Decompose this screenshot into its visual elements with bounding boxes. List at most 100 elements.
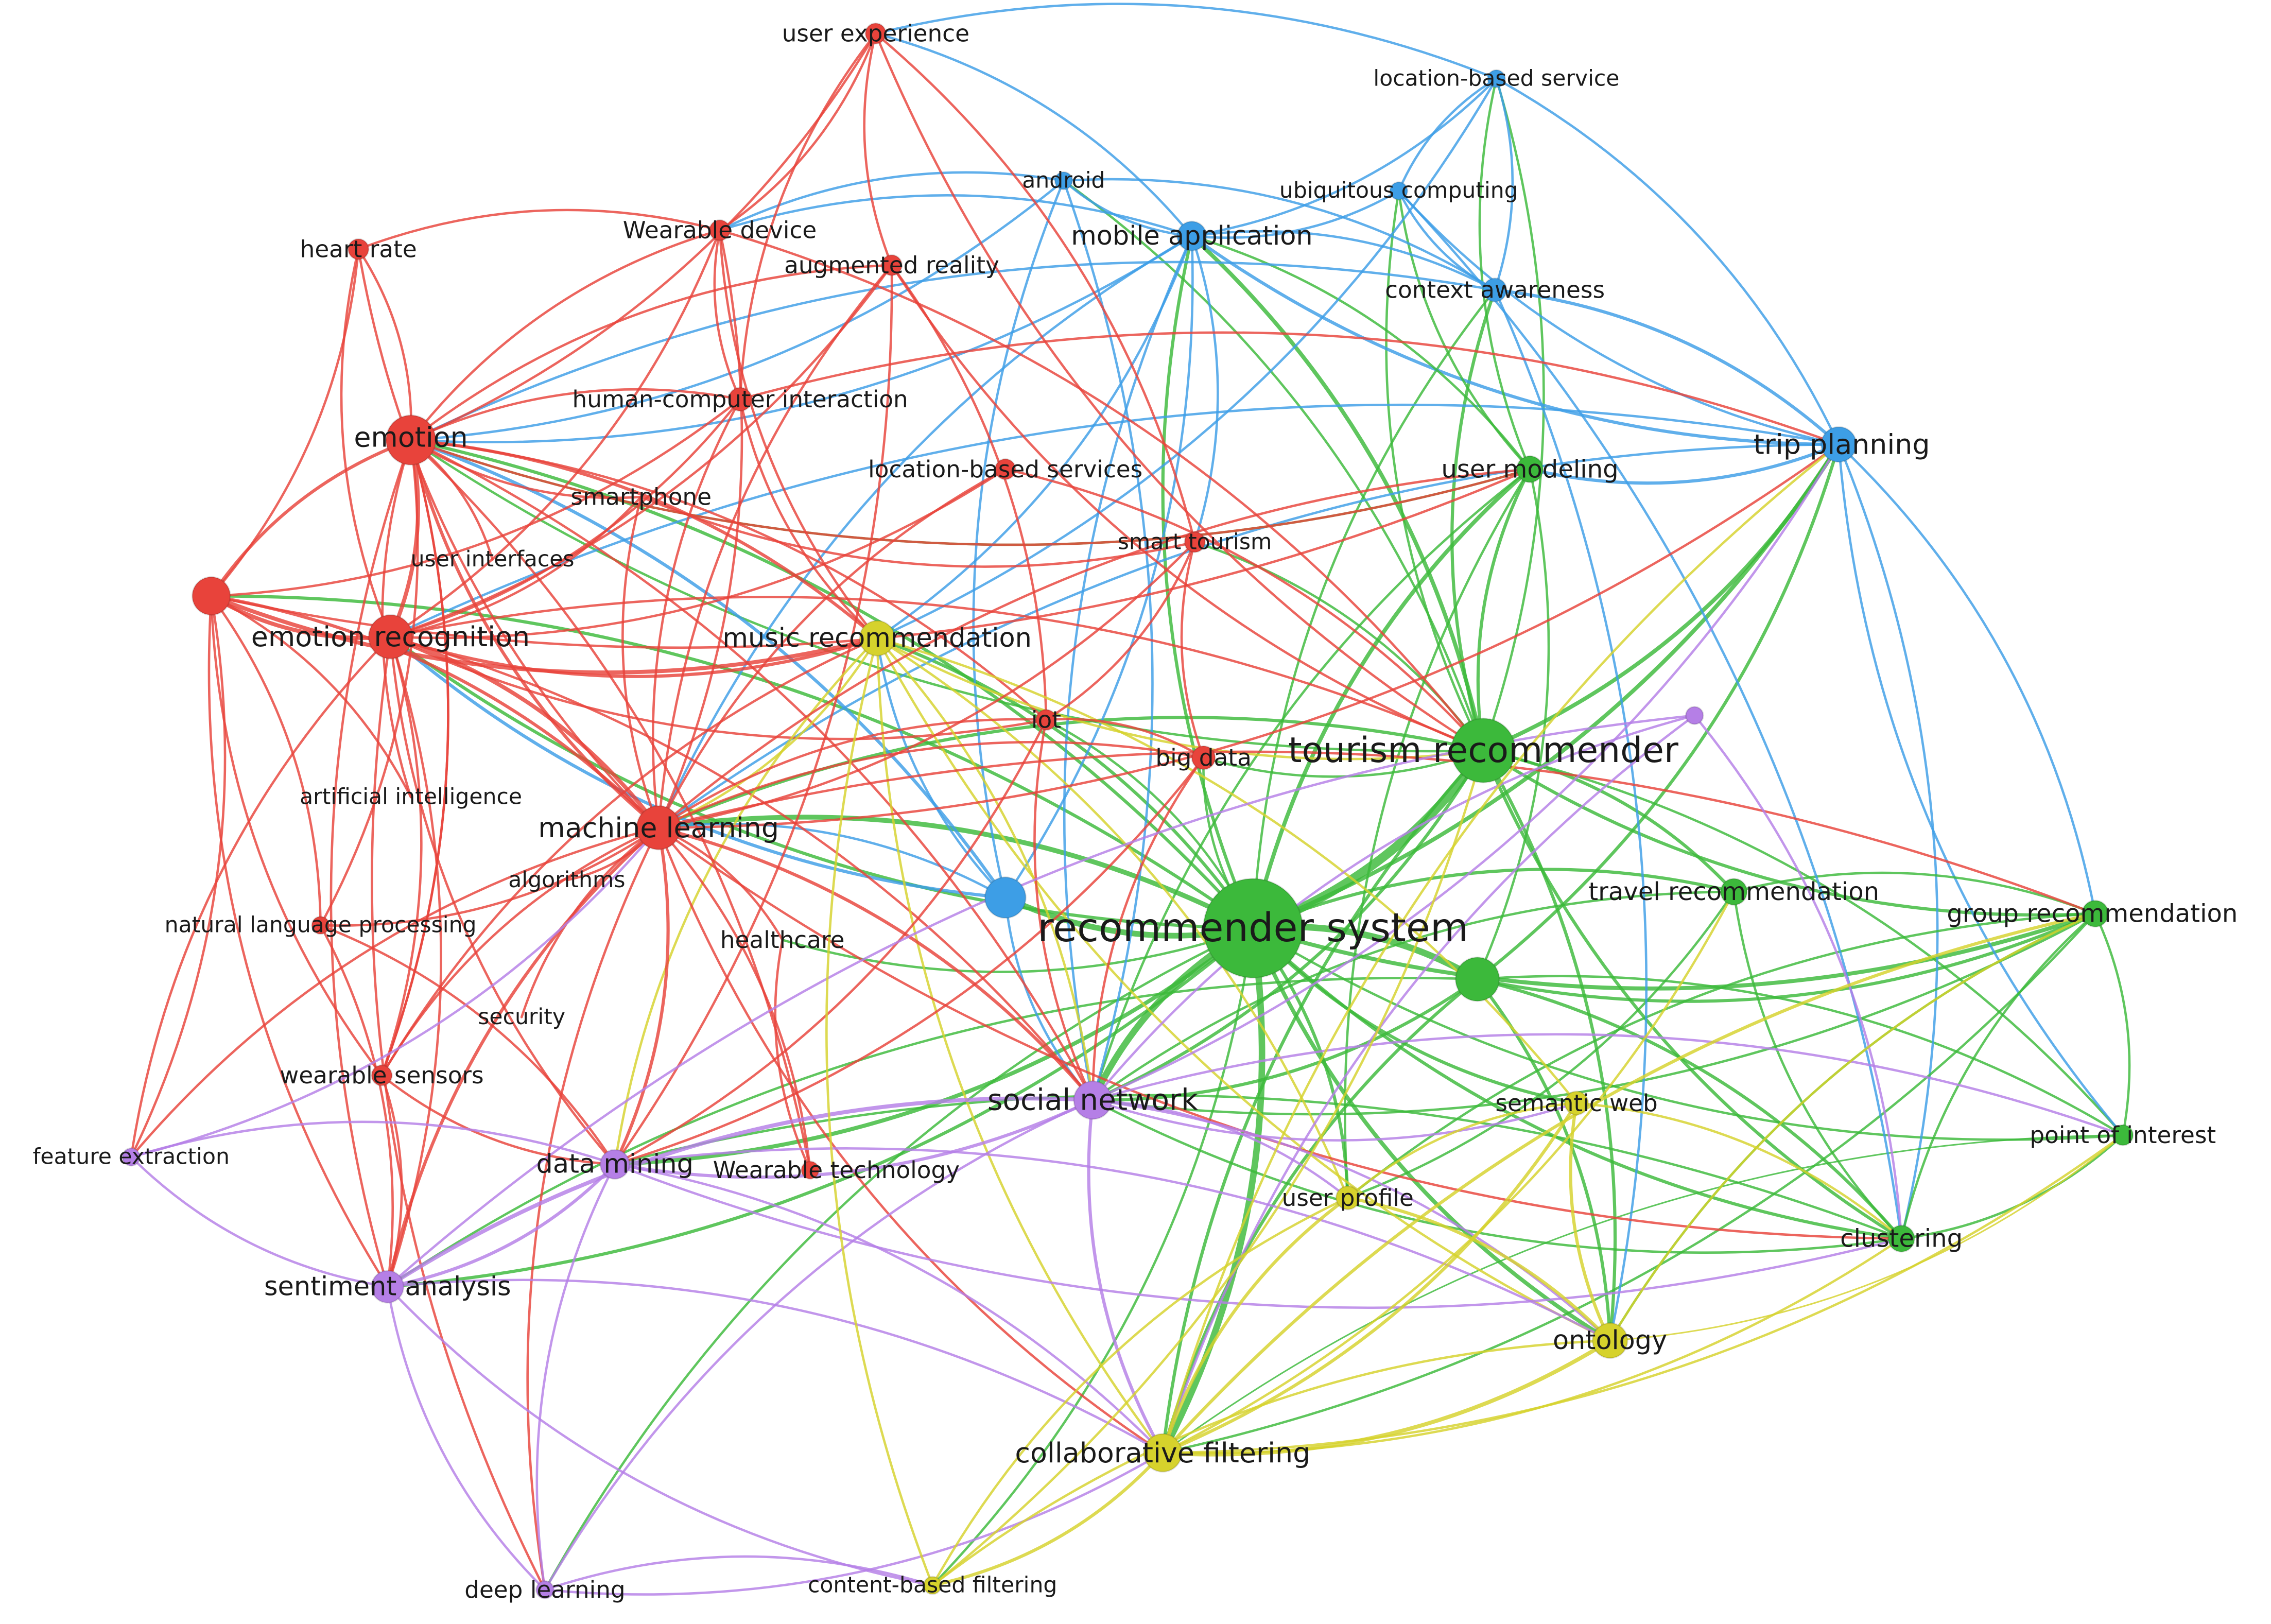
node-context-awareness[interactable] [1482,278,1507,303]
node-semantic-web[interactable] [1564,1091,1589,1116]
edge-recommender-system-travel-recommendation [1251,868,1736,930]
edge-human-computer-interaction-emotion-recognition [389,398,741,638]
edge-red-hub-left-sentiment-analysis [207,595,389,1288]
node-content-based-filtering[interactable] [923,1576,942,1595]
edge-heart-rate-machine-learning [357,248,660,829]
node-user-experience[interactable] [864,22,887,45]
edge-green-hub-group-recommendation [1476,912,2097,1003]
node-label-smart-tourism: smart tourism [1118,529,1272,555]
edge-collaborative-filtering-content-based-filtering [931,1451,1165,1587]
edge-machine-learning-healthcare [657,826,784,941]
edge-trip-planning-point-of-interest [1837,443,2124,1136]
node-label-content-based-filtering: content-based filtering [808,1573,1057,1598]
node-group-recommendation[interactable] [2081,900,2109,928]
edge-location-based-service-ubiquitous-computing [1397,77,1498,193]
edge-location-based-services-tourism-recommender [1004,468,1485,752]
node-augmented-reality[interactable] [880,254,903,277]
edge-tourism-recommender-ontology [1481,749,1617,1342]
node-machine-learning[interactable] [636,805,682,851]
node-user-profile[interactable] [1335,1185,1360,1211]
node-label-healthcare: healthcare [720,926,845,954]
edge-blue-hub-machine-learning [657,822,1007,899]
edge-data-mining-deep-learning [535,1163,616,1591]
edge-trip-planning-group-recommendation [1837,443,2096,915]
node-deep-learning[interactable] [535,1580,554,1600]
edge-wearable-sensors-emotion [380,439,449,1077]
edge-semantic-web-ontology [1569,1101,1612,1342]
node-smart-tourism[interactable] [1184,531,1206,554]
node-tourism-recommender[interactable] [1450,717,1516,784]
node-red-hub-left[interactable] [192,576,231,616]
node-blue-hub[interactable] [984,876,1027,919]
edge-machine-learning-data-mining [613,826,670,1166]
node-label-machine-learning: machine learning [538,811,779,844]
node-point-of-interest[interactable] [2112,1124,2134,1146]
node-label-recommender-system: recommender system [1037,905,1468,951]
node-human-computer-interaction[interactable] [727,387,753,412]
edge-ubiquitous-computing-clustering [1397,189,1903,1240]
edge-user-experience-tourism-recommender [874,32,1485,752]
node-recommender-system[interactable] [1203,877,1304,979]
node-clustering[interactable] [1887,1224,1916,1253]
edge-data-mining-sentiment-analysis [386,1163,617,1288]
edge-tourism-recommender-clustering [1481,749,1903,1240]
node-feature-extraction[interactable] [122,1147,141,1167]
edge-data-mining-collaborative-filtering [613,1163,1164,1454]
node-travel-recommendation[interactable] [1720,877,1748,906]
edge-feature-extraction-sentiment-analysis [130,1155,389,1288]
edge-ontology-content-based-filtering [931,1339,1611,1587]
node-music-recommendation[interactable] [859,620,896,657]
node-green-hub[interactable] [1454,956,1500,1002]
edge-human-computer-interaction-emotion [409,388,741,441]
node-emotion[interactable] [385,414,437,466]
edge-iot-big-data [1045,718,1205,759]
edge-smartphone-machine-learning [621,495,660,829]
node-location-based-services[interactable] [994,458,1017,480]
edge-purple-small-clustering [1693,714,1903,1240]
edge-tourism-recommender-group-recommendation [1481,749,2097,917]
node-ubiquitous-computing[interactable] [1389,181,1409,201]
edge-user-modeling-location-based-service [1478,77,1531,471]
node-wearable-sensors[interactable] [371,1064,393,1086]
edge-location-based-services-emotion-recognition [389,468,1007,640]
node-sentiment-analysis[interactable] [371,1270,405,1304]
node-label-ubiquitous-computing: ubiquitous computing [1279,178,1518,203]
node-iot[interactable] [1035,709,1058,731]
node-big-data[interactable] [1191,745,1216,770]
edge-social-network-ontology [1091,1099,1611,1342]
edge-user-profile-ontology [1346,1196,1612,1342]
edge-mobile-application-music-recommendation [876,235,1193,640]
node-location-based-service[interactable] [1486,69,1506,89]
node-android[interactable] [1054,171,1073,191]
node-heart-rate[interactable] [347,238,370,261]
node-wearable-device[interactable] [708,219,731,241]
node-user-modeling[interactable] [1516,455,1544,483]
edge-trip-planning-mobile-application [1190,234,1841,446]
edge-ontology-collaborative-filtering [1160,1338,1613,1457]
node-label-user-profile: user profile [1282,1184,1414,1212]
node-label-data-mining: data mining [536,1149,694,1180]
edge-group-recommendation-clustering [1900,912,2096,1240]
edge-deep-learning-collaborative-filtering [544,1452,1164,1596]
edge-machine-learning-feature-extraction [130,826,660,1159]
node-purple-small[interactable] [1685,706,1704,725]
node-social-network[interactable] [1073,1080,1113,1120]
node-natural-language-processing[interactable] [311,915,331,935]
edge-wearable-device-emotion [409,229,721,441]
node-collaborative-filtering[interactable] [1143,1433,1183,1473]
edge-travel-recommendation-group-recommendation [1732,871,2096,915]
node-emotion-recognition[interactable] [368,614,413,660]
node-mobile-application[interactable] [1176,220,1207,252]
node-wearable-technology[interactable] [801,1161,820,1180]
edge-user-experience-wearable-device [718,32,877,232]
node-trip-planning[interactable] [1821,426,1857,463]
node-label-user-modeling: user modeling [1441,455,1618,483]
node-data-mining[interactable] [599,1149,631,1180]
node-ontology[interactable] [1591,1322,1628,1359]
edge-social-network-deep-learning [544,1099,1094,1591]
edge-trip-planning-location-based-service [1495,77,1840,446]
edge-user-experience-human-computer-interaction [739,32,877,401]
node-label-emotion-recognition: emotion recognition [251,620,530,653]
node-label-trip-planning: trip planning [1754,428,1930,461]
edge-travel-recommendation-clustering [1732,890,1903,1240]
